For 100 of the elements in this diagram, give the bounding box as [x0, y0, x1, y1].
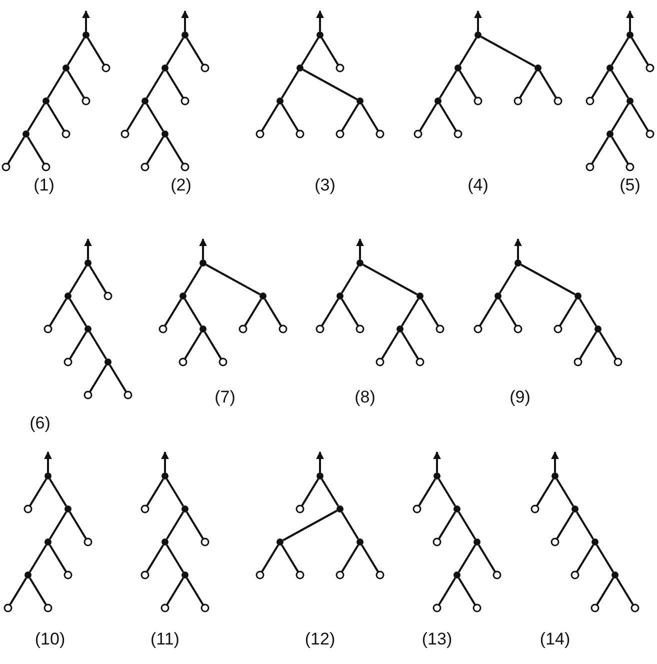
- leaf-node: [218, 358, 228, 366]
- branch-line: [341, 103, 360, 132]
- branch-line: [458, 577, 476, 606]
- branch-line: [68, 298, 88, 327]
- branch-node: [84, 260, 92, 266]
- branch-node: [44, 538, 52, 546]
- branch-line: [438, 478, 456, 507]
- branch-line: [146, 478, 164, 506]
- branch-line: [556, 478, 574, 507]
- branch-node: [552, 472, 558, 480]
- branch-node: [434, 98, 442, 104]
- branch-line: [302, 68, 358, 100]
- leaf-node: [570, 570, 580, 580]
- branch-node: [474, 32, 482, 38]
- branch-line: [400, 331, 419, 360]
- leaf-node: [2, 162, 10, 172]
- leaf-node: [84, 538, 92, 546]
- leaf-node: [160, 604, 170, 612]
- leaf-node: [492, 570, 502, 580]
- tree-number: (7): [214, 387, 236, 406]
- branch-line: [610, 37, 630, 66]
- branch-line: [360, 544, 379, 572]
- branch-line: [186, 577, 204, 606]
- branch-node: [182, 506, 188, 512]
- branch-line: [166, 544, 184, 573]
- branch-line: [146, 103, 164, 132]
- branch-line: [576, 544, 594, 572]
- leaf-node: [296, 504, 304, 514]
- branch-line: [498, 298, 517, 326]
- leaf-node: [296, 130, 304, 138]
- leaf-node: [376, 358, 384, 366]
- branch-node: [626, 32, 634, 38]
- branch-line: [69, 331, 88, 360]
- branch-node: [162, 130, 168, 138]
- leaf-node: [514, 96, 522, 106]
- tree-number: (6): [30, 413, 50, 432]
- leaf-node: [574, 358, 582, 366]
- leaf-node: [158, 324, 168, 334]
- branch-node: [356, 260, 364, 266]
- tree-number: (14): [540, 629, 570, 648]
- leaf-node: [554, 324, 562, 334]
- leaf-node: [514, 324, 522, 334]
- branch-line: [88, 331, 108, 360]
- branch-line: [400, 298, 420, 327]
- leaf-node: [376, 130, 384, 138]
- branch-node: [180, 292, 186, 300]
- root-arrow: [82, 10, 90, 32]
- branch-node: [592, 538, 598, 546]
- root-arrow: [316, 10, 324, 32]
- branch-node: [162, 538, 168, 546]
- branch-line: [420, 298, 439, 326]
- branch-line: [186, 511, 204, 540]
- leaf-node: [586, 96, 594, 106]
- branch-node: [64, 292, 72, 300]
- leaf-node: [256, 570, 264, 580]
- branch-line: [184, 331, 202, 360]
- leaf-node: [62, 130, 70, 138]
- branch-node: [396, 326, 404, 332]
- branch-node: [162, 64, 168, 72]
- tree-number: (1): [34, 175, 54, 194]
- branch-line: [578, 298, 598, 327]
- leaf-node: [256, 130, 264, 138]
- tree-number: (10): [34, 629, 66, 648]
- branch-node: [574, 292, 582, 300]
- branch-line: [48, 544, 67, 572]
- leaf-node: [414, 130, 422, 138]
- branch-line: [519, 70, 538, 98]
- branch-line: [480, 36, 536, 68]
- branch-node: [474, 538, 480, 546]
- branch-line: [166, 37, 184, 66]
- tree-number: (4): [468, 175, 488, 194]
- leaf-node: [614, 358, 622, 366]
- branch-line: [610, 103, 630, 132]
- branch-line: [146, 136, 164, 164]
- leaf-node: [436, 324, 444, 334]
- branch-line: [166, 136, 184, 164]
- branch-line: [166, 70, 184, 98]
- branch-line: [320, 37, 339, 66]
- branch-line: [458, 37, 478, 66]
- leaf-node: [140, 570, 150, 580]
- tree-number: (8): [354, 387, 376, 406]
- branch-line: [166, 577, 184, 606]
- branch-line: [340, 298, 359, 326]
- branch-node: [62, 64, 70, 72]
- root-arrow: [433, 451, 441, 472]
- branch-line: [89, 364, 108, 392]
- branch-line: [186, 37, 204, 66]
- leaf-node: [120, 130, 130, 138]
- branch-line: [616, 577, 634, 606]
- branch-line: [536, 478, 554, 506]
- branch-line: [479, 298, 498, 326]
- branch-node: [182, 32, 188, 38]
- root-arrow: [626, 10, 634, 32]
- branch-line: [538, 70, 557, 98]
- branch-line: [340, 265, 360, 294]
- branch-line: [438, 577, 456, 606]
- branch-line: [26, 136, 45, 164]
- branch-line: [498, 265, 518, 294]
- branch-node: [162, 472, 168, 480]
- branch-line: [458, 511, 476, 540]
